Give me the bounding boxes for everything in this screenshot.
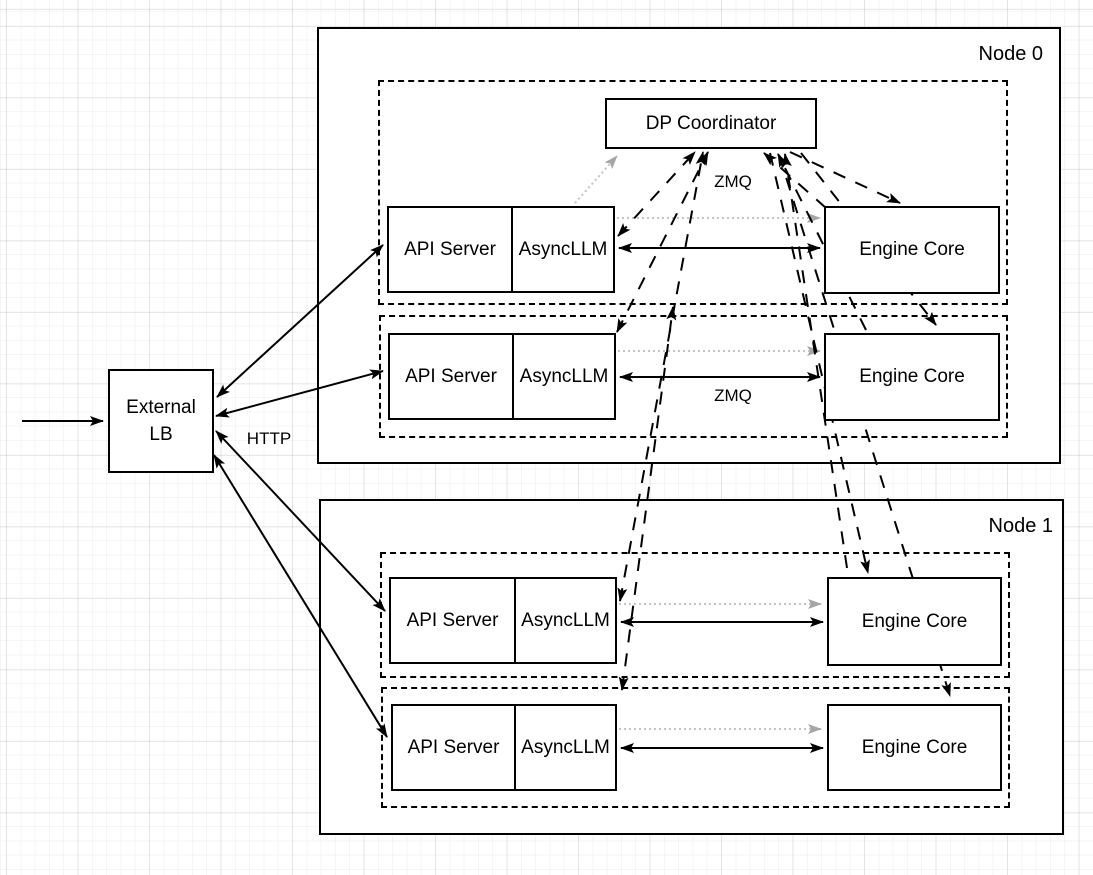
api-server-label: API Server xyxy=(391,579,516,662)
node-1-rank-1-container xyxy=(381,687,1010,808)
node-0-title: Node 0 xyxy=(978,43,1044,65)
zmq-row-label: ZMQ xyxy=(714,386,752,405)
external-lb-label-line1: External xyxy=(126,397,196,418)
engine-core-label: Engine Core xyxy=(861,610,968,632)
async-llm-label: AsyncLLM xyxy=(521,736,610,758)
node-1-rank-0-frontend-box: API Server AsyncLLM xyxy=(389,577,617,664)
dp-coordinator-label: DP Coordinator xyxy=(645,112,777,134)
node-0-rank-1-frontend-box: API Server AsyncLLM xyxy=(388,333,616,420)
node-1-title: Node 1 xyxy=(988,515,1054,537)
api-server-label: API Server xyxy=(390,335,514,418)
node-1-rank-0-engine-core-box: Engine Core xyxy=(827,577,1002,666)
engine-core-label: Engine Core xyxy=(861,736,968,758)
zmq-coordinator-label: ZMQ xyxy=(714,172,752,191)
node-0-rank-0-frontend-box: API Server AsyncLLM xyxy=(387,206,615,293)
engine-core-label: Engine Core xyxy=(859,366,965,387)
external-lb-label-line2: LB xyxy=(149,424,173,445)
api-server-label: API Server xyxy=(389,208,513,291)
async-llm-label: AsyncLLM xyxy=(518,238,608,260)
async-llm-label: AsyncLLM xyxy=(521,609,610,631)
node-1-rank-1-frontend-box: API Server AsyncLLM xyxy=(391,704,617,791)
engine-core-label: Engine Core xyxy=(859,239,965,260)
http-label: HTTP xyxy=(246,429,292,448)
external-lb-box: External LB xyxy=(108,369,214,473)
api-server-label: API Server xyxy=(393,706,516,789)
node-1-rank-1-engine-core-box: Engine Core xyxy=(827,704,1002,791)
node-0-rank-1-engine-core-box: Engine Core xyxy=(824,333,1000,421)
node-0-rank-0-engine-core-box: Engine Core xyxy=(824,206,1000,294)
async-llm-label: AsyncLLM xyxy=(519,365,609,387)
dp-coordinator-box: DP Coordinator xyxy=(605,98,817,149)
